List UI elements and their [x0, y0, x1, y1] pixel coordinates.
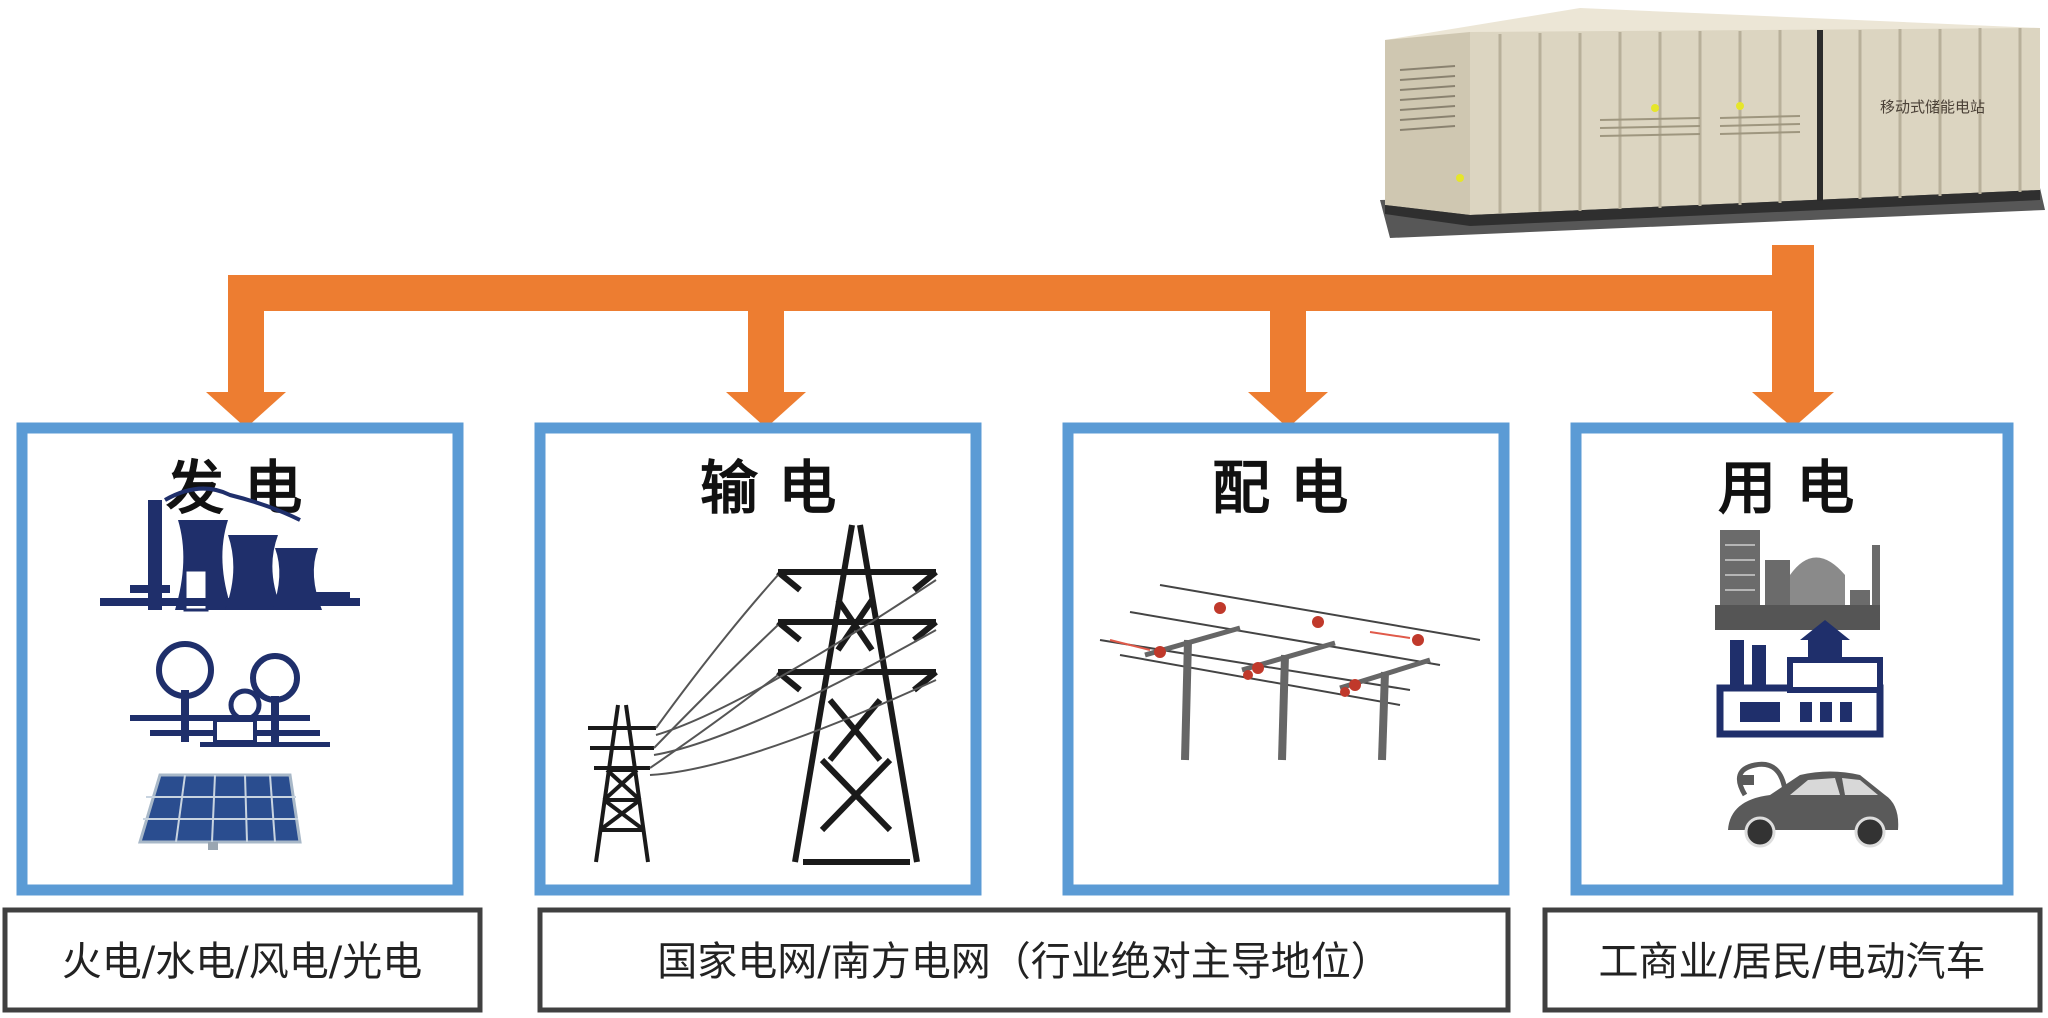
stage-boxes	[16, 422, 2014, 896]
solar-panel-icon	[137, 773, 302, 850]
arrow-head-consumption	[1752, 392, 1834, 428]
box-transmission	[534, 422, 982, 896]
box-consumption	[1570, 422, 2014, 896]
caption-generation: 火电/水电/风电/光电	[62, 939, 422, 985]
hydro-wind-icon	[130, 641, 330, 747]
arrow-head-generation	[206, 392, 286, 428]
thermal-plant-icon	[100, 486, 360, 612]
box-generation	[16, 422, 464, 896]
box-distribution	[1062, 422, 1510, 896]
caption-box-consumption	[1542, 907, 2043, 1013]
factory-icon	[1716, 620, 1884, 738]
stage-title-consumption: 用 电	[1718, 454, 1854, 522]
power-lines	[649, 574, 937, 776]
caption-boxes	[2, 907, 2043, 1013]
distribution-arrows	[206, 245, 1834, 428]
arrow-head-distribution	[1248, 392, 1328, 428]
electric-car-icon	[1728, 761, 1899, 848]
stage-title-distribution: 配 电	[1212, 454, 1348, 522]
city-buildings-icon	[1715, 530, 1880, 630]
caption-grid: 国家电网/南方电网（行业绝对主导地位）	[657, 939, 1390, 985]
caption-consumption: 工商业/居民/电动汽车	[1599, 939, 1986, 985]
distribution-poles-icon	[1099, 584, 1481, 761]
caption-box-generation	[2, 907, 483, 1013]
caption-box-grid	[537, 907, 1511, 1013]
arrow-head-transmission	[726, 392, 806, 428]
stage-title-transmission: 输 电	[700, 454, 836, 522]
energy-storage-container: 移动式储能电站	[1380, 8, 2045, 238]
large-transmission-tower-icon	[776, 524, 938, 865]
small-transmission-tower-icon	[588, 704, 656, 863]
container-label: 移动式储能电站	[1880, 98, 1985, 116]
